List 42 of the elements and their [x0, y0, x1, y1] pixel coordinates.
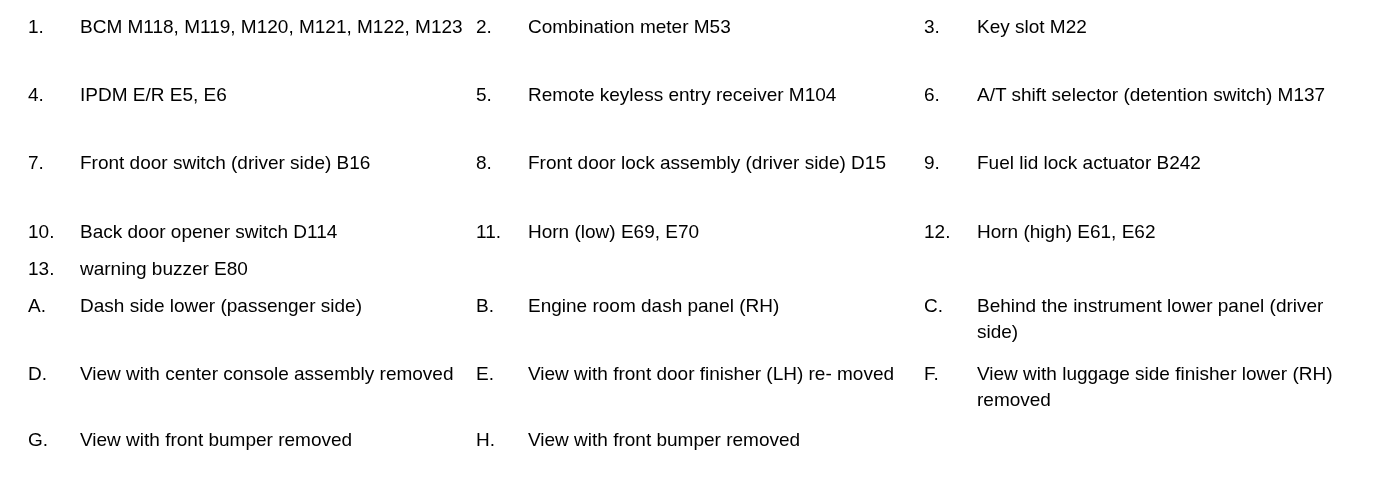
callout-number: 9. — [924, 151, 941, 175]
callout-number: G. — [28, 428, 50, 452]
part-description: Horn (low) E69, E70 — [528, 220, 701, 244]
callout-number: 11. — [476, 220, 502, 244]
part-description: Front door lock assembly (driver side) D15 — [528, 151, 887, 175]
part-description: View with center console assembly removed — [80, 362, 455, 386]
part-description: Horn (high) E61, E62 — [977, 220, 1157, 244]
part-description: Behind the instrument lower panel (driver side) — [977, 294, 1325, 344]
callout-number: F. — [924, 362, 940, 386]
part-description: View with luggage side finisher lower (RH) removed — [977, 362, 1334, 412]
callout-number: C. — [924, 294, 944, 318]
part-description: Back door opener switch D114 — [80, 220, 339, 244]
callout-number: B. — [476, 294, 495, 318]
callout-number: 6. — [924, 83, 941, 107]
part-description: Remote keyless entry receiver M104 — [528, 83, 838, 107]
part-description: View with front door finisher (LH) re- moved — [528, 362, 896, 386]
part-description: Key slot M22 — [977, 15, 1088, 39]
callout-number: 1. — [28, 15, 45, 39]
callout-number: E. — [476, 362, 495, 386]
part-description: Front door switch (driver side) B16 — [80, 151, 372, 175]
part-description: A/T shift selector (detention switch) M137 — [977, 83, 1327, 107]
part-description: Dash side lower (passenger side) — [80, 294, 363, 318]
callout-number: 8. — [476, 151, 493, 175]
callout-number: 13. — [28, 257, 56, 281]
callout-number: 12. — [924, 220, 952, 244]
part-description: BCM M118, M119, M120, M121, M122, M123 — [80, 15, 464, 39]
callout-number: 3. — [924, 15, 941, 39]
part-description: View with front bumper removed — [80, 428, 354, 452]
callout-number: A. — [28, 294, 47, 318]
part-description: Engine room dash panel (RH) — [528, 294, 781, 318]
callout-number: 4. — [28, 83, 45, 107]
callout-number: D. — [28, 362, 48, 386]
callout-number: 7. — [28, 151, 45, 175]
callout-number: 5. — [476, 83, 493, 107]
part-description: Combination meter M53 — [528, 15, 732, 39]
callout-number: 2. — [476, 15, 493, 39]
part-description: IPDM E/R E5, E6 — [80, 83, 228, 107]
callout-number: 10. — [28, 220, 56, 244]
part-description: View with front bumper removed — [528, 428, 802, 452]
callout-number: H. — [476, 428, 496, 452]
part-description: Fuel lid lock actuator B242 — [977, 151, 1202, 175]
part-description: warning buzzer E80 — [80, 257, 249, 281]
